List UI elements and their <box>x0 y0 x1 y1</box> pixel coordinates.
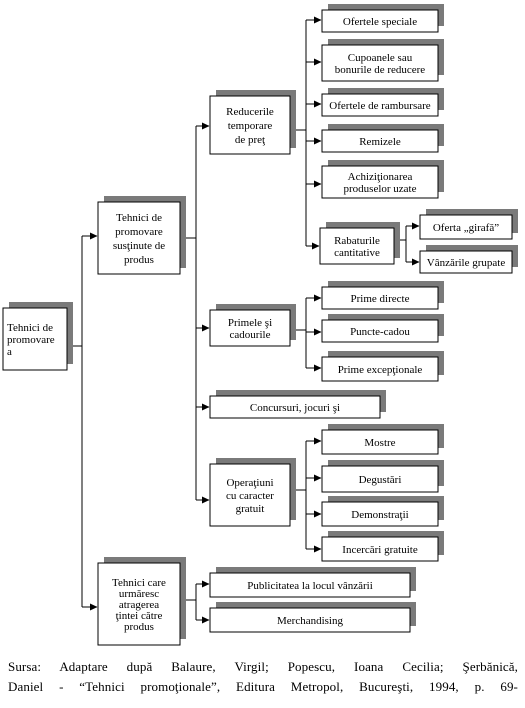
source-citation: Sursa: Adaptare după Balaure, Virgil; Po… <box>8 657 518 697</box>
node-bonus-box <box>209 309 291 347</box>
node-tastings-label: Degustări <box>359 474 402 486</box>
node-attention-label: urmăresc <box>119 588 159 600</box>
node-attention-label: ţintei către <box>116 610 163 622</box>
node-sustained-label: Tehnici de <box>116 212 162 224</box>
node-attention-label: Tehnici care <box>112 577 166 589</box>
node-free-offer-box <box>419 214 513 240</box>
node-special-offers-label: Ofertele speciale <box>343 16 417 28</box>
node-direct-bonus-label: Prime directe <box>351 293 410 305</box>
node-price-label: temporare <box>228 120 273 132</box>
node-pos-advertising-label: Publicitatea la locul vânzării <box>247 580 373 592</box>
node-special-offers-box <box>321 9 439 33</box>
node-coupons-box <box>321 44 439 82</box>
node-demonstrations-label: Demonstraţii <box>351 509 408 521</box>
node-contests-label: Concursuri, jocuri şi <box>250 402 340 414</box>
node-attention-box <box>97 562 181 646</box>
node-free-offer: Oferta „girafă” <box>419 209 518 240</box>
node-merchandising-label: Merchandising <box>277 615 343 627</box>
node-sustained: Tehnici de promovare susţinute de produs <box>97 196 186 275</box>
node-free-trials-label: Incercări gratuite <box>342 544 418 556</box>
node-gift-points-box <box>321 319 439 343</box>
node-pos-advertising-box <box>209 572 411 598</box>
node-attention-label: produs <box>124 621 154 633</box>
node-used-products-label: Achiziţionarea <box>348 171 413 183</box>
node-direct-bonus: Prime directe <box>321 281 444 310</box>
node-root-label: Tehnici de <box>7 322 53 334</box>
node-price-box <box>209 95 291 155</box>
node-special-offers: Ofertele speciale <box>321 4 444 33</box>
node-demonstrations-box <box>321 501 439 527</box>
node-sustained-label: susţinute de <box>113 240 165 252</box>
node-sustained-label: produs <box>124 254 154 266</box>
node-demonstrations: Demonstraţii <box>321 496 444 527</box>
node-pos-advertising: Publicitatea la locul vânzării <box>209 567 416 598</box>
node-bonus-label: cadourile <box>230 329 271 341</box>
node-samples-box <box>321 429 439 455</box>
node-sustained-box <box>97 201 181 275</box>
node-refund-offers-box <box>321 93 439 117</box>
node-discounts-label: Remizele <box>359 136 401 148</box>
node-discounts: Remizele <box>321 124 444 153</box>
node-gift-points-label: Puncte-cadou <box>350 326 410 338</box>
node-attention-label: atragerea <box>119 599 159 611</box>
node-grouped-sales: Vânzările grupate <box>419 245 518 274</box>
node-tastings: Degustări <box>321 460 444 493</box>
node-bonus-label: Primele şi <box>228 317 272 329</box>
node-free-label: gratuit <box>236 503 265 515</box>
node-free-label: cu caracter <box>226 490 274 502</box>
node-quantity-label: Rabaturile <box>334 235 380 247</box>
source-line-2: Daniel - “Tehnici promoţionale”, Editura… <box>8 679 518 694</box>
node-refund-offers-label: Ofertele de rambursare <box>329 100 431 112</box>
node-price-label: de preţ <box>235 134 265 146</box>
node-merchandising: Merchandising <box>209 602 416 633</box>
node-free-offer-label: Oferta „girafă” <box>433 222 499 234</box>
node-contests-box <box>209 395 381 419</box>
node-sustained-label: promovare <box>115 226 163 238</box>
connector-lines <box>67 16 420 624</box>
node-tastings-box <box>321 465 439 493</box>
node-exceptional-bonus-box <box>321 356 439 382</box>
node-free-trials: Incercări gratuite <box>321 531 444 562</box>
node-price-label: Reducerile <box>226 106 274 118</box>
node-contests: Concursuri, jocuri şi <box>209 390 386 419</box>
node-free-trials-box <box>321 536 439 562</box>
node-coupons-label: bonurile de reducere <box>335 64 426 76</box>
node-root-label: promovare <box>7 334 55 346</box>
node-used-products-box <box>321 165 439 199</box>
node-quantity-label: cantitative <box>334 247 380 259</box>
node-grouped-sales-box <box>419 250 513 274</box>
node-samples: Mostre <box>321 424 444 455</box>
node-gift-points: Puncte-cadou <box>321 314 444 343</box>
node-discounts-box <box>321 129 439 153</box>
node-direct-bonus-box <box>321 286 439 310</box>
node-refund-offers: Ofertele de rambursare <box>321 88 444 117</box>
node-exceptional-bonus-label: Prime excepţionale <box>338 364 423 376</box>
node-coupons-label: Cupoanele sau <box>348 52 413 64</box>
node-root-label: a <box>7 346 12 358</box>
node-price: Reducerile temporare de preţ <box>209 90 296 155</box>
node-free-box <box>209 463 291 527</box>
node-quantity-box <box>319 227 395 265</box>
node-merchandising-box <box>209 607 411 633</box>
node-root-box <box>2 307 68 371</box>
node-exceptional-bonus: Prime excepţionale <box>321 351 444 382</box>
node-free-label: Operaţiuni <box>226 477 273 489</box>
node-grouped-sales-label: Vânzările grupate <box>427 257 506 269</box>
node-samples-label: Mostre <box>364 437 395 449</box>
source-line-1: Sursa: Adaptare după Balaure, Virgil; Po… <box>8 659 518 674</box>
node-used-products-label: produselor uzate <box>344 183 417 195</box>
